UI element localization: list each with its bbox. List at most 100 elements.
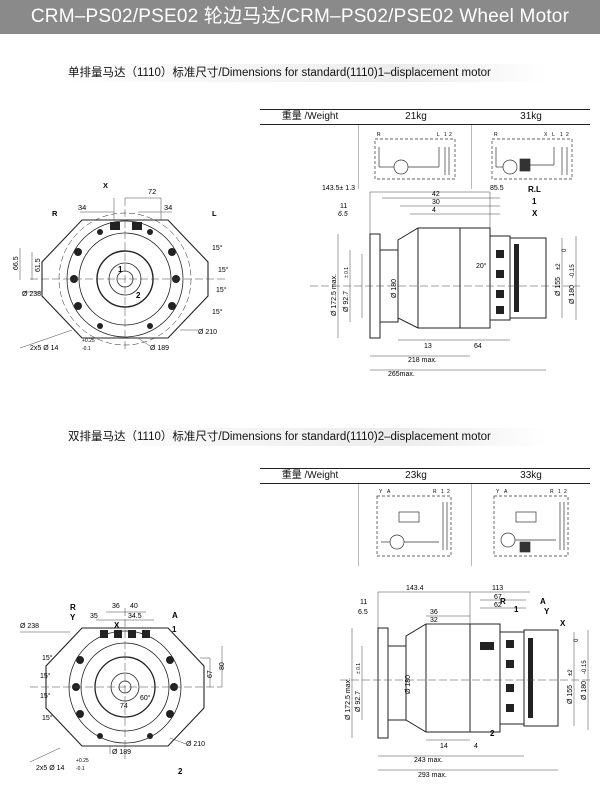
- section2-heading: 双排量马达（1110）标准尺寸/Dimensions for standard(…: [60, 426, 548, 448]
- section1-weight-table: 重量 /Weight 21kg 31kg R L 1 2: [260, 109, 590, 189]
- front1-l: L: [212, 209, 217, 218]
- hydraulic-schematic-a-2: Y A R 1 2: [358, 484, 471, 566]
- front1-dim72: 72: [148, 187, 156, 196]
- front2-d238: Ø 238: [20, 623, 39, 630]
- front2-a15a: 15°: [42, 654, 53, 662]
- side2-d180bzero: 0: [574, 638, 580, 642]
- side2-d65: 6.5: [358, 609, 368, 616]
- page-title: CRM–PS02/PSE02 轮边马达/CRM–PS02/PSE02 Wheel…: [0, 0, 600, 34]
- side1-rl: R.L: [528, 185, 541, 194]
- hydraulic-schematic-a: R L 1 2: [358, 125, 471, 189]
- front2-x: X: [114, 621, 120, 630]
- schem2b-r: R: [550, 489, 554, 495]
- side2-d32: 32: [430, 617, 438, 624]
- front2-y: Y: [70, 613, 76, 622]
- side2-d155: Ø 155: [567, 685, 574, 704]
- side2-2: 2: [490, 729, 495, 738]
- hydraulic-schematic-b: R X L 1 2: [471, 125, 590, 189]
- schem-b-x: X: [544, 132, 548, 138]
- front2-d40: 40: [130, 603, 138, 610]
- front1-x: X: [103, 181, 108, 190]
- weight-a: 21kg: [405, 111, 427, 122]
- schem2a-2: 2: [447, 489, 450, 495]
- front2-a: A: [172, 611, 178, 620]
- side2-d113: 113: [492, 585, 503, 592]
- front1-d210: Ø 210: [198, 329, 217, 336]
- section2-weight-table: 重量 /Weight 23kg 33kg Y A R 1 2: [260, 468, 590, 566]
- schem-b-2: 2: [566, 132, 569, 138]
- front1-a15a: 15°: [212, 244, 223, 252]
- schem-a-l: L: [437, 132, 440, 138]
- side1-1: 1: [532, 197, 537, 206]
- front2-d345: 34.5: [128, 613, 142, 620]
- side1-d11: 11: [340, 203, 347, 210]
- side1-d180bzero: 0: [562, 248, 568, 252]
- schem-a-2: 2: [449, 132, 452, 138]
- side1-d218: 218 max.: [408, 357, 437, 364]
- schem-b-r: R: [494, 132, 498, 138]
- schem-b-1: 1: [560, 132, 563, 138]
- side1-d155tol: ±2: [556, 263, 562, 270]
- front1-holes: 2x5 Ø 14: [30, 345, 59, 352]
- front1-dim34a: 34: [78, 203, 86, 212]
- side1-d180b: Ø 180: [569, 285, 576, 304]
- front2-tol-dn: -0.1: [76, 766, 85, 772]
- side2-d155tol: ±2: [568, 669, 574, 676]
- side2-d1725: Ø 172.5 max.: [345, 678, 352, 720]
- front1-d665: 66.5: [13, 256, 20, 270]
- front2-d36: 36: [112, 603, 120, 610]
- front1-a15b: 15°: [218, 266, 229, 274]
- section1-side-view: 143.5± 1.3 85.5 42 30 4 11 6.5 R.L 1 X 2…: [310, 185, 580, 378]
- side1-deg20: 20°: [476, 262, 487, 270]
- front2-deg60: 60°: [140, 694, 151, 702]
- side2-d180b: Ø 180: [581, 681, 588, 700]
- side2-d293: 293 max.: [418, 772, 447, 779]
- side1-d927: Ø 92.7: [343, 291, 350, 312]
- side2-d180: Ø 180: [405, 675, 412, 694]
- side1-d4: 4: [432, 207, 436, 214]
- front1-a15d: 15°: [212, 308, 223, 316]
- side2-d4: 4: [474, 743, 478, 750]
- front2-d80: 80: [219, 662, 226, 670]
- side2-x: X: [560, 619, 566, 628]
- side1-d155: Ø 155: [555, 277, 562, 296]
- front1-d615: 61.5: [35, 258, 42, 272]
- front2-tol-up: +0.25: [76, 758, 89, 764]
- weight-label: 重量 /Weight: [281, 111, 339, 122]
- hydraulic-schematic-b-2: Y A R 1 2: [471, 484, 590, 566]
- side2-r: R: [500, 597, 506, 606]
- side1-d265: 265max.: [388, 371, 415, 378]
- side2-d927tol: ± 0.1: [356, 663, 362, 674]
- side1-d1725: Ø 172.5 max.: [331, 274, 338, 316]
- weight-a-2: 23kg: [405, 470, 427, 481]
- side2-1: 1: [514, 605, 519, 614]
- section2-heading-text: 双排量马达（1110）标准尺寸/Dimensions for standard(…: [68, 431, 491, 443]
- side1-d13: 13: [424, 343, 432, 350]
- side2-d1434: 143.4: [406, 585, 424, 592]
- side1-d64: 64: [474, 343, 482, 350]
- front2-holes: 2x5 Ø 14: [36, 765, 65, 772]
- front1-tol-up: +0.25: [82, 338, 95, 344]
- front1-r: R: [52, 209, 58, 218]
- section1-heading-text: 单排量马达（1110）标准尺寸/Dimensions for standard(…: [68, 67, 491, 79]
- front2-1: 1: [172, 625, 177, 634]
- schem-a-r: R: [377, 132, 381, 138]
- schem2b-1: 1: [558, 489, 561, 495]
- section1-heading: 单排量马达（1110）标准尺寸/Dimensions for standard(…: [60, 62, 548, 84]
- schem2a-y: Y: [379, 489, 383, 495]
- front2-a15c: 15°: [40, 692, 51, 700]
- front1-dim34b: 34: [164, 203, 172, 212]
- side2-d14: 14: [440, 743, 448, 750]
- side2-d243: 243 max.: [414, 757, 443, 764]
- front2-2: 2: [178, 767, 183, 776]
- side1-d65: 6.5: [338, 211, 348, 218]
- side1-d927tol: ± 0.1: [344, 267, 350, 278]
- weight-label-2: 重量 /Weight: [281, 470, 339, 481]
- side2-d11: 11: [360, 599, 367, 606]
- front2-d210: Ø 210: [186, 741, 205, 748]
- front1-1: 1: [118, 265, 123, 274]
- front2-d35: 35: [90, 613, 98, 620]
- front2-d74: 74: [120, 703, 128, 710]
- schem2a-a: A: [387, 489, 391, 495]
- front2-a15d: 15°: [42, 714, 53, 722]
